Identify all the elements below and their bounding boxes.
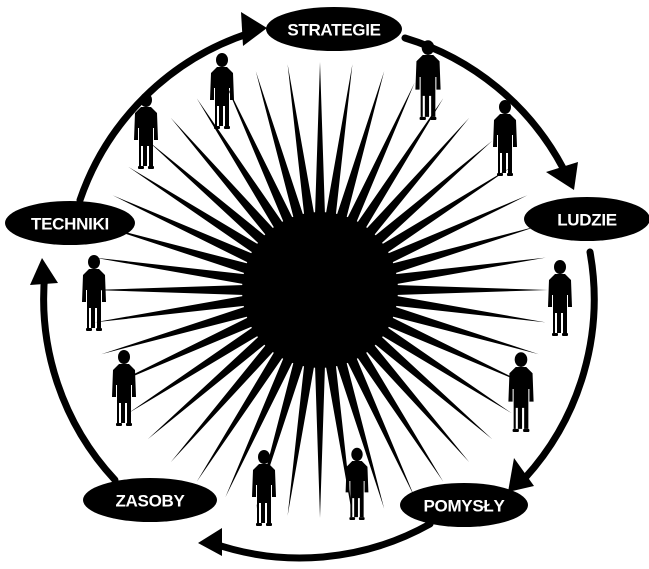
central-sunburst — [92, 62, 548, 518]
node-label-ludzie: LUDZIE — [557, 211, 617, 230]
person-silhouette-5 — [508, 352, 533, 432]
node-label-techniki: TECHNIKI — [31, 215, 109, 234]
arrowhead-to-strategie — [241, 12, 267, 46]
person-silhouette-3 — [493, 100, 517, 176]
node-strategie: STRATEGIE — [266, 7, 402, 51]
node-pomysly: POMYSŁY — [400, 483, 528, 527]
person-silhouette-1 — [210, 53, 234, 129]
arrowhead-to-techniki — [30, 258, 58, 285]
arrowhead-to-zasoby — [198, 528, 222, 556]
node-label-zasoby: ZASOBY — [115, 492, 185, 511]
node-techniki: TECHNIKI — [5, 201, 135, 245]
node-label-strategie: STRATEGIE — [287, 21, 380, 40]
node-ludzie: LUDZIE — [524, 197, 649, 241]
arc-zasoby-techniki — [44, 272, 115, 480]
node-label-pomysly: POMYSŁY — [423, 497, 505, 516]
person-silhouette-9 — [82, 255, 106, 331]
person-silhouette-6 — [346, 448, 369, 520]
node-zasoby: ZASOBY — [83, 478, 217, 522]
sunburst-core — [242, 212, 398, 368]
person-silhouette-8 — [112, 350, 136, 426]
arc-pomysly-zasoby — [212, 524, 430, 558]
person-silhouette-4 — [548, 260, 572, 336]
person-silhouette-7 — [252, 450, 276, 526]
